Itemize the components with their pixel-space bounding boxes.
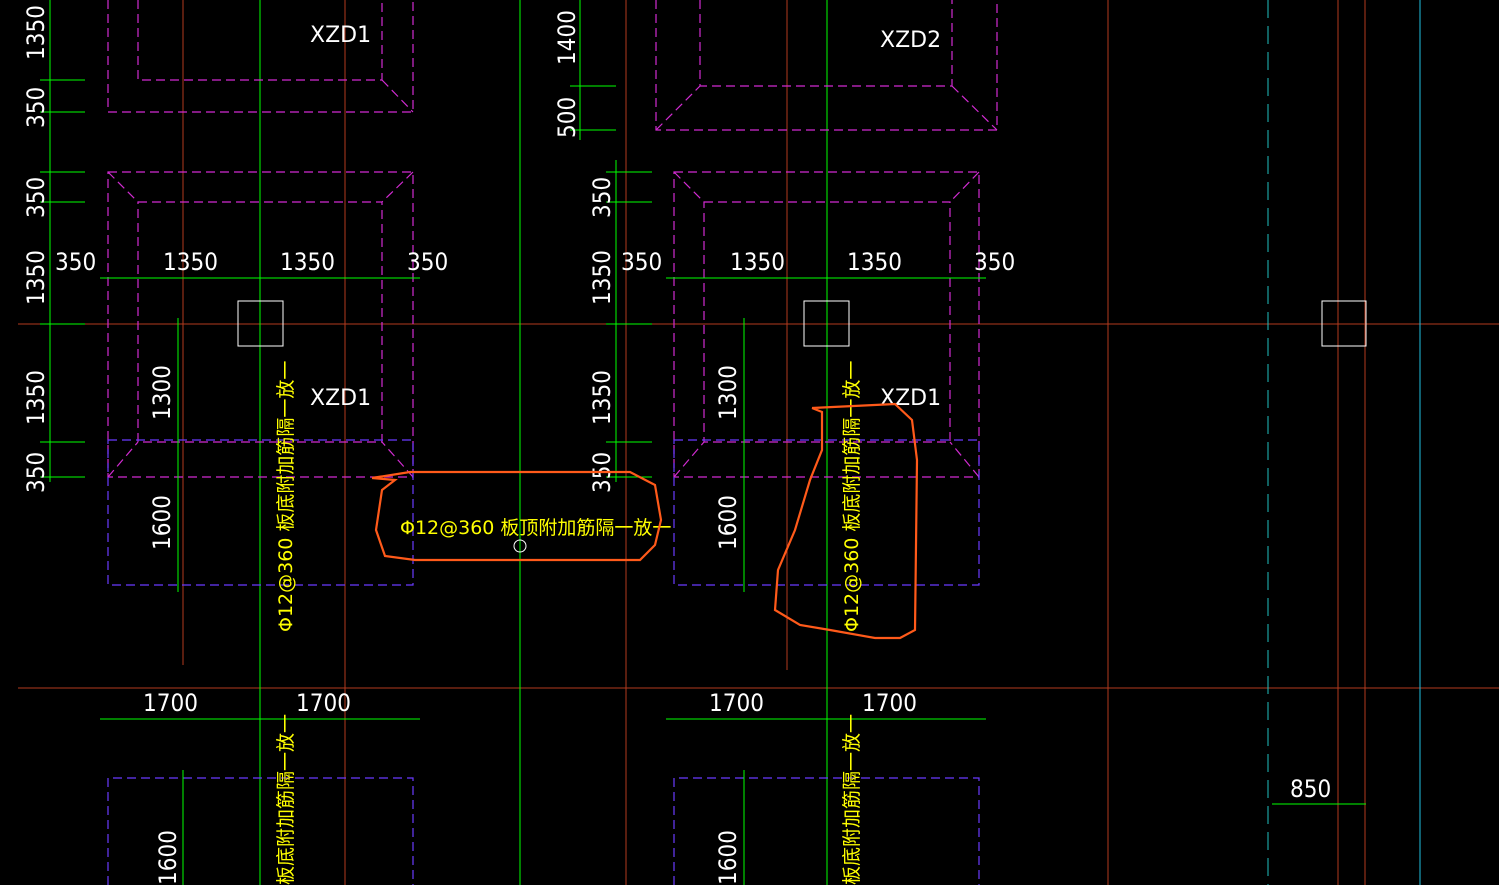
svg-text:1350: 1350 [22, 370, 50, 425]
svg-text:500: 500 [553, 97, 581, 138]
column-section [237, 300, 284, 347]
svg-text:850: 850 [1290, 775, 1331, 803]
column-cap-bottom-mid [673, 777, 980, 885]
svg-text:1300: 1300 [148, 365, 176, 420]
column-label: XZD2 [880, 28, 941, 53]
svg-text:1700: 1700 [143, 689, 198, 717]
column-cap-bottom-left [107, 777, 414, 885]
column-cap-xzd1-mid[interactable]: XZD1 [673, 171, 980, 586]
svg-text:350: 350 [22, 452, 50, 493]
column-label: XZD1 [310, 23, 371, 48]
svg-text:1600: 1600 [154, 830, 182, 885]
svg-text:1350: 1350 [847, 248, 902, 276]
dimension-lines [40, 0, 1366, 885]
column-cap-xzd1-left[interactable]: XZD1 [107, 171, 414, 586]
svg-text:1350: 1350 [280, 248, 335, 276]
svg-text:350: 350 [588, 177, 616, 218]
rebar-annotations[interactable]: Φ12@360 板顶附加筋隔一放一 Φ12@360 板底附加筋隔一放一 Φ12@… [275, 361, 863, 885]
column-cap-xzd2-top-mid[interactable]: XZD2 [655, 0, 998, 131]
rebar-note-bottom[interactable]: 板底附加筋隔一放一 [275, 714, 297, 885]
svg-text:350: 350 [407, 248, 448, 276]
svg-text:350: 350 [22, 177, 50, 218]
svg-text:1350: 1350 [22, 5, 50, 60]
dimension-texts: 1350 350 350 1350 1350 350 1400 500 350 … [22, 5, 1331, 885]
grip-point[interactable] [513, 539, 527, 553]
svg-text:1350: 1350 [588, 370, 616, 425]
svg-text:1600: 1600 [714, 495, 742, 550]
svg-text:1700: 1700 [709, 689, 764, 717]
svg-text:1400: 1400 [553, 10, 581, 65]
rebar-note-bottom[interactable]: 板底附加筋隔一放一 [841, 714, 863, 885]
rebar-note-bottom[interactable]: Φ12@360 板底附加筋隔一放一 [841, 361, 863, 632]
markup-cloud [371, 470, 663, 562]
column-label: XZD1 [880, 386, 941, 411]
svg-text:1600: 1600 [148, 495, 176, 550]
svg-text:350: 350 [621, 248, 662, 276]
svg-text:1700: 1700 [296, 689, 351, 717]
svg-text:1350: 1350 [22, 250, 50, 305]
column-section [803, 300, 850, 347]
column-label: XZD1 [310, 386, 371, 411]
markup-cloud [773, 402, 919, 640]
svg-text:1600: 1600 [714, 830, 742, 885]
rebar-note-bottom[interactable]: Φ12@360 板底附加筋隔一放一 [275, 361, 297, 632]
svg-text:1350: 1350 [588, 250, 616, 305]
svg-text:1300: 1300 [714, 365, 742, 420]
svg-text:1700: 1700 [862, 689, 917, 717]
svg-text:350: 350 [55, 248, 96, 276]
rebar-note-top[interactable]: Φ12@360 板顶附加筋隔一放一 [400, 517, 671, 539]
svg-text:1350: 1350 [730, 248, 785, 276]
svg-text:350: 350 [22, 87, 50, 128]
svg-text:1350: 1350 [163, 248, 218, 276]
column-section [1321, 300, 1367, 347]
column-cap-xzd1-top-left[interactable]: XZD1 [107, 0, 414, 113]
svg-text:350: 350 [974, 248, 1015, 276]
